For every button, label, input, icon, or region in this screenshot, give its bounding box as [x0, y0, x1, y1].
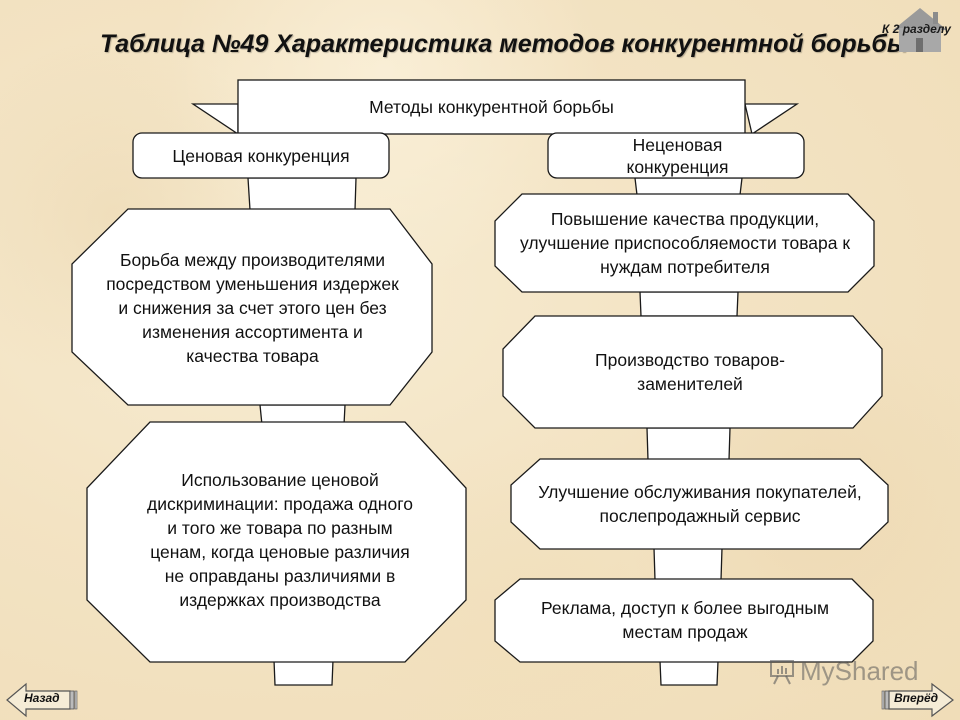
root-left-flap: [190, 103, 239, 136]
left-octagon-1: [71, 208, 433, 406]
right-item-3: Улучшение обслуживания покупателей, посл…: [538, 482, 862, 526]
left-octagon-2: [86, 421, 467, 663]
right-connector-4: [653, 547, 723, 581]
right-item-1: Повышение качества продукции, улучшение …: [519, 209, 851, 277]
root-box: [237, 79, 746, 135]
left-connector-3: [273, 659, 334, 686]
price-competition-label: Ценовая конкуренция: [172, 145, 350, 166]
home-icon[interactable]: [885, 6, 955, 54]
right-octagon-1: [494, 193, 875, 293]
right-connector-2: [639, 291, 739, 317]
right-item-4: Реклама, доступ к более выгодным местам …: [540, 598, 830, 642]
root-label: Методы конкурентной борьбы: [369, 97, 614, 117]
watermark: MyShared: [768, 656, 919, 687]
left-connector-1: [247, 177, 357, 211]
root-right-flap: [744, 103, 800, 136]
right-octagon-4: [494, 578, 874, 663]
watermark-text: MyShared: [800, 656, 919, 686]
right-item-2: Производство товаров-заменителей: [595, 350, 785, 394]
right-octagon-2: [502, 315, 883, 429]
forward-arrow-icon[interactable]: [880, 682, 956, 718]
right-octagon-3: [510, 458, 889, 550]
forward-button[interactable]: Вперёд: [894, 691, 939, 705]
nonprice-competition-label: Неценовая конкуренция: [626, 134, 729, 177]
right-connector-5: [659, 660, 719, 686]
left-item-1: Борьба между производителями посредством…: [106, 249, 399, 366]
presentation-icon: [770, 659, 794, 684]
left-item-2: Использование ценовой дискриминации: про…: [147, 470, 413, 610]
home-link-label[interactable]: К 2 разделу: [882, 22, 951, 36]
back-arrow-icon[interactable]: [4, 682, 79, 718]
price-competition-box: [132, 132, 390, 179]
nonprice-competition-box: [547, 132, 805, 179]
back-button[interactable]: Назад: [24, 691, 60, 705]
right-connector-1: [634, 177, 743, 196]
page-title: Таблица №49 Характеристика методов конку…: [100, 30, 909, 58]
right-connector-3: [646, 427, 731, 461]
